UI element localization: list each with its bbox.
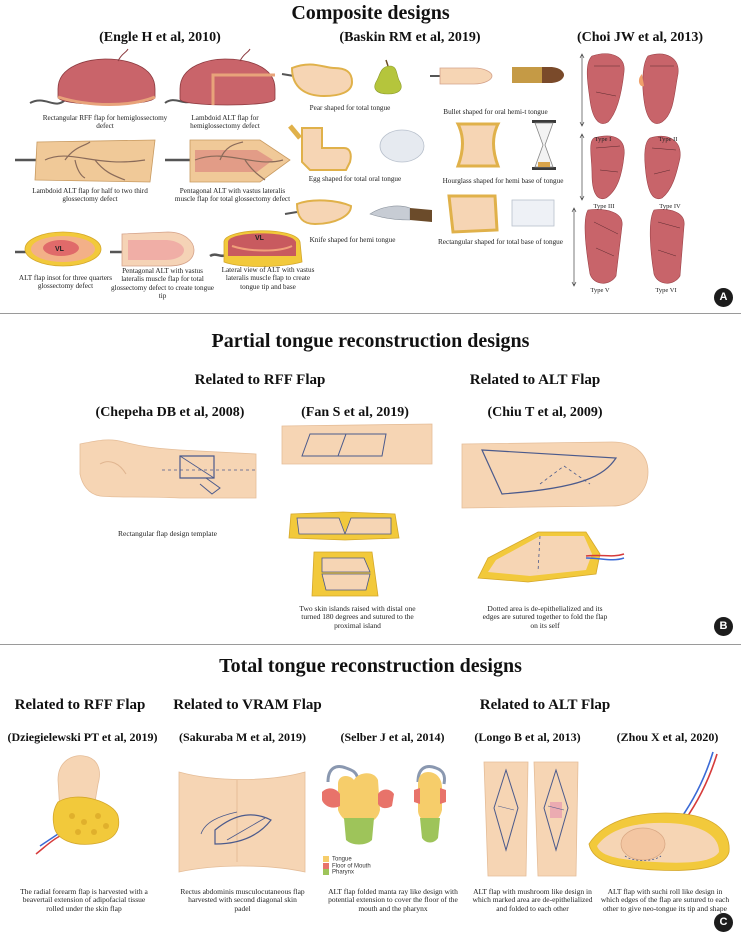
section-divider-2	[0, 644, 741, 645]
hourglass-flap-illustration	[455, 122, 501, 168]
engle-pentagonal-illustration	[165, 139, 291, 183]
selber-caption: ALT flap folded manta ray like design wi…	[328, 887, 458, 913]
engle-alt-three-quarters-illustration: VL	[15, 231, 102, 267]
legend-swatch-floor-of-mouth	[323, 862, 329, 869]
section-b-rff-heading: Related to RFF Flap	[194, 372, 326, 388]
engle-caption-5: ALT flap insot for three quarters glosse…	[18, 274, 113, 291]
choi-type-6: Type VI	[655, 287, 677, 294]
pear-icon	[374, 59, 402, 95]
baskin-caption-hourglass: Hourglass shaped for hemi base of tongue	[442, 177, 564, 185]
rectangle-icon	[511, 199, 555, 227]
bullet-flap-illustration	[430, 67, 493, 85]
legend-label-tongue: Tongue	[332, 856, 352, 863]
baskin-caption-knife: Knife shaped for hemi tongue	[309, 236, 396, 244]
baskin-caption-bullet: Bullet shaped for oral hemi-t tongue	[443, 108, 548, 116]
section-b-alt-heading: Related to ALT Flap	[469, 372, 601, 388]
legend-label-floor-of-mouth: Floor of Mouth	[332, 863, 371, 870]
legend-swatch-tongue	[323, 856, 329, 862]
egg-flap-illustration	[288, 124, 352, 171]
legend-swatch-pharynx	[323, 869, 329, 876]
choi-type-1: Type I	[594, 136, 612, 143]
engle-lateral-view-illustration: VL	[209, 230, 303, 267]
rectangular-flap-illustration	[447, 194, 499, 234]
longo-thighs-illustration	[483, 761, 579, 877]
legend-item-pharynx: Pharynx	[323, 869, 423, 876]
zhou-sushi-roll-illustration	[588, 751, 730, 871]
engle-heading: (Engle H et al, 2010)	[99, 30, 221, 45]
vl-label-2: VL	[255, 235, 265, 242]
sakuraba-heading: (Sakuraba M et al, 2019)	[179, 730, 306, 744]
chepeha-caption: Rectangular flap design template	[118, 529, 217, 538]
selber-heading: (Selber J et al, 2014)	[340, 730, 445, 744]
section-b-title: Partial tongue reconstruction designs	[211, 330, 530, 352]
chiu-thigh-illustration	[461, 441, 649, 509]
choi-type-illustrations	[571, 53, 685, 287]
choi-type-2: Type II	[658, 136, 678, 143]
dziegielewski-caption: The radial forearm flap is harvested wit…	[20, 887, 148, 913]
chepeha-forearm-illustration	[79, 439, 257, 499]
fan-island-1-illustration	[288, 511, 400, 541]
choi-type-5: Type V	[590, 287, 610, 294]
selber-manta-illustration	[322, 765, 446, 845]
choi-type-4: Type IV	[659, 203, 681, 210]
chiu-folded-flap-illustration	[477, 531, 625, 583]
hourglass-icon	[532, 120, 556, 170]
engle-lambdoid-hemi-illustration	[164, 48, 276, 106]
engle-caption-3: Lambdoid ALT flap for half to two third …	[32, 187, 148, 204]
chiu-caption: Dotted area is de-epithelialized and its…	[482, 604, 608, 630]
baskin-caption-pear: Pear shaped for total tongue	[309, 104, 391, 112]
fan-caption: Two skin islands raised with distal one …	[299, 604, 416, 630]
longo-caption: ALT flap with mushroom like design in wh…	[472, 887, 593, 913]
section-c-badge: C	[714, 913, 733, 932]
chiu-heading: (Chiu T et al, 2009)	[487, 405, 603, 420]
section-c-title: Total tongue reconstruction designs	[219, 655, 522, 677]
bullet-icon	[512, 67, 564, 83]
knife-flap-illustration	[284, 199, 353, 226]
choi-type-3: Type III	[593, 203, 615, 210]
fan-heading: (Fan S et al, 2019)	[301, 405, 409, 420]
dziegielewski-flap-illustration	[35, 755, 120, 855]
knife-icon	[369, 205, 432, 222]
baskin-caption-rectangular: Rectangular shaped for total base of ton…	[438, 238, 563, 246]
sakuraba-caption: Rectus abdominis musculocutaneous flap h…	[180, 887, 305, 913]
baskin-heading: (Baskin RM et al, 2019)	[339, 30, 481, 45]
section-a-badge: A	[714, 288, 733, 307]
pear-flap-illustration	[281, 63, 354, 98]
baskin-caption-egg: Egg shaped for total oral tongue	[308, 175, 402, 183]
legend-item-floor-of-mouth: Floor of Mouth	[323, 862, 423, 870]
section-a-title: Composite designs	[291, 2, 450, 24]
egg-icon	[379, 129, 425, 163]
engle-caption-6: Pentagonal ALT with vastus lateralis mus…	[111, 267, 214, 301]
engle-rectangular-rff-illustration	[29, 48, 156, 106]
engle-pentagonal-tip-illustration	[110, 231, 195, 267]
engle-caption-4: Pentagonal ALT with vastus lateralis mus…	[174, 187, 291, 204]
longo-heading: (Longo B et al, 2013)	[474, 730, 581, 744]
dziegielewski-heading: (Dziegielewski PT et al, 2019)	[7, 730, 158, 744]
engle-lambdoid-two-third-illustration	[15, 139, 156, 183]
vl-label-1: VL	[55, 246, 65, 253]
section-b-badge: B	[714, 617, 733, 636]
choi-heading: (Choi JW et al, 2013)	[576, 30, 704, 45]
legend-item-tongue: Tongue	[323, 856, 423, 863]
zhou-caption: ALT flap with suchi roll like design in …	[600, 887, 730, 913]
section-c-alt-heading: Related to ALT Flap	[479, 697, 611, 713]
fan-island-2-illustration	[311, 551, 379, 597]
engle-caption-7: Lateral view of ALT with vastus laterali…	[221, 266, 315, 291]
engle-caption-1: Rectangular RFF flap for hemiglossectomy…	[42, 114, 168, 131]
chepeha-heading: (Chepeha DB et al, 2008)	[95, 405, 245, 420]
section-c-rff-heading: Related to RFF Flap	[14, 697, 146, 713]
sakuraba-abdomen-illustration	[178, 771, 306, 873]
legend-label-pharynx: Pharynx	[332, 869, 355, 876]
engle-caption-2: Lambdoid ALT flap for hemiglossectomy de…	[190, 114, 260, 131]
section-c-vram-heading: Related to VRAM Flap	[173, 697, 322, 713]
fan-forearm-illustration	[281, 423, 433, 465]
zhou-heading: (Zhou X et al, 2020)	[616, 730, 719, 744]
section-divider-1	[0, 313, 741, 314]
selber-legend: Tongue Floor of Mouth Pharynx	[323, 856, 423, 876]
